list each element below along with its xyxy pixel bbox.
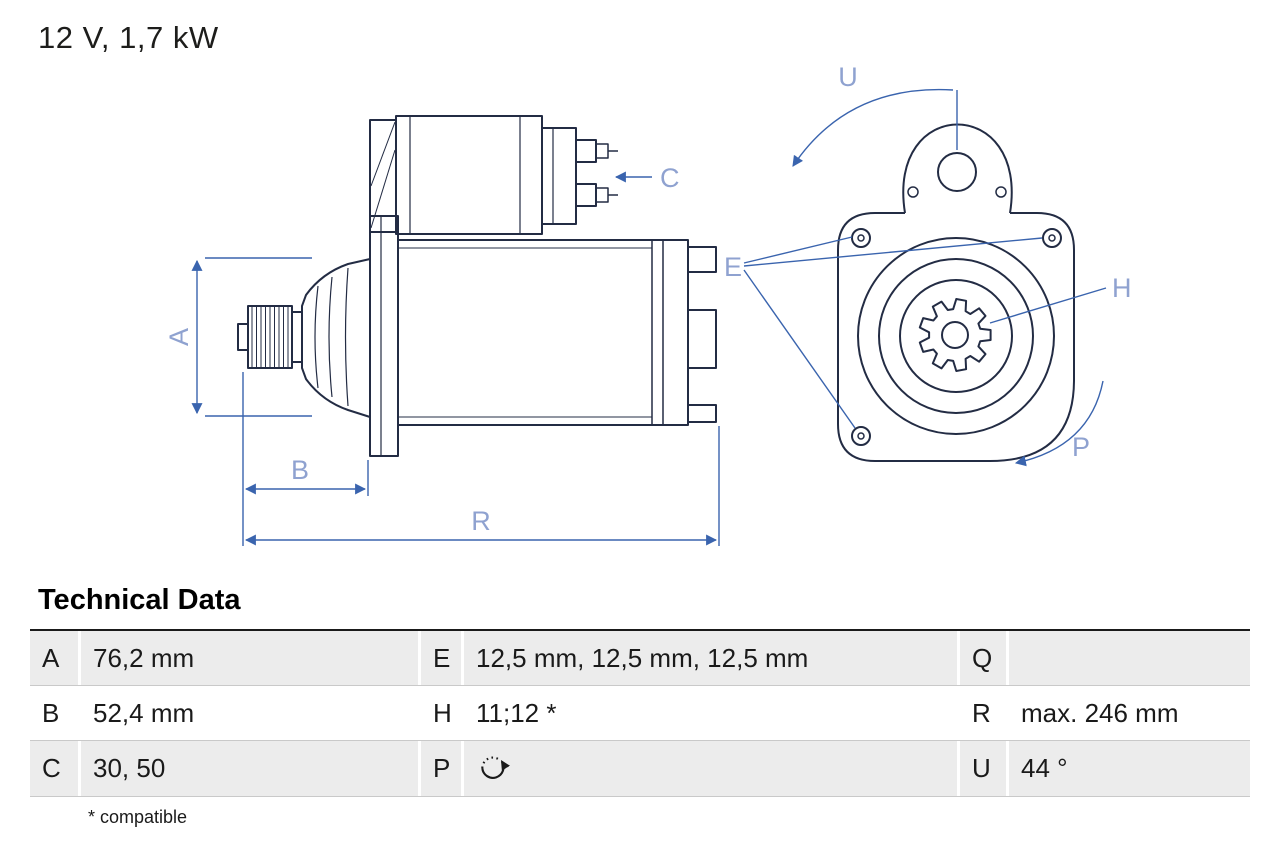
dim-E-leader-3 [743, 269, 856, 429]
housing-ring-outer [857, 237, 1055, 435]
dim-P-arc [1014, 380, 1104, 467]
motor-body [397, 239, 689, 426]
side-view [237, 115, 717, 457]
table-row: A 76,2 mm E 12,5 mm, 12,5 mm, 12,5 mm Q [30, 631, 1250, 686]
spec-value-p [464, 741, 957, 796]
spec-value-b: 52,4 mm [81, 686, 418, 740]
housing-ring-middle [878, 258, 1034, 414]
dim-H-leader [989, 287, 1107, 324]
spec-key-a: A [30, 631, 78, 685]
pinion-collar [291, 311, 303, 363]
table-row: B 52,4 mm H 11;12 * R max. 246 mm [30, 686, 1250, 741]
dim-label-A: A [164, 328, 194, 346]
footnote: * compatible [88, 807, 188, 827]
bracket-hatch [370, 121, 396, 229]
rear-tab-bottom [687, 404, 717, 423]
mounting-flange [369, 215, 399, 457]
spec-value-c: 30, 50 [81, 741, 418, 796]
drive-housing-cone [301, 258, 371, 418]
technical-data-table: A 76,2 mm E 12,5 mm, 12,5 mm, 12,5 mm Q … [30, 629, 1250, 797]
front-view [837, 123, 1075, 462]
spec-key-b: B [30, 686, 78, 740]
bolt-holes [851, 228, 1062, 446]
rotation-direction-icon [481, 756, 511, 779]
dim-label-B: B [291, 455, 309, 485]
spec-value-h: 11;12 * [464, 686, 957, 740]
dimension-lines [191, 88, 1107, 546]
housing-ring-inner [899, 279, 1013, 393]
solenoid-cap [541, 127, 577, 225]
dimension-labels: A B R C E H U P [164, 62, 1132, 536]
spec-value-r: max. 246 mm [1009, 686, 1250, 740]
drawing-canvas: A B R C E H U P [164, 62, 1132, 546]
spec-key-q: Q [960, 631, 1006, 685]
shaft-center-hole [941, 321, 969, 349]
dim-E-leader-2 [743, 237, 1043, 267]
ear-hole [937, 152, 977, 192]
rear-tab-top [687, 246, 717, 273]
terminal-lower [575, 183, 597, 207]
dim-label-H: H [1112, 273, 1132, 303]
spec-value-u: 44 ° [1009, 741, 1250, 796]
technical-data-section: Technical Data A 76,2 mm E 12,5 mm, 12,5… [30, 584, 1250, 828]
pinion-teeth [251, 306, 289, 368]
technical-data-heading: Technical Data [38, 584, 241, 616]
shaft-tip [237, 323, 249, 351]
dim-U-arc [792, 88, 954, 167]
rear-terminal-block [687, 309, 717, 369]
starter-motor-drawing: A B R C E H U P [164, 62, 1132, 546]
cone-ridges [314, 267, 349, 407]
dim-label-C: C [660, 163, 680, 193]
dim-label-P: P [1072, 432, 1090, 462]
spec-key-c: C [30, 741, 78, 796]
spec-value-q [1009, 631, 1250, 685]
spec-key-r: R [960, 686, 1006, 740]
terminal-upper [575, 139, 597, 163]
spec-key-h: H [421, 686, 461, 740]
table-row: C 30, 50 P U 44 ° [30, 741, 1250, 797]
spec-key-p: P [421, 741, 461, 796]
dim-E-leader-1 [743, 236, 853, 264]
spec-key-e: E [421, 631, 461, 685]
dim-label-E: E [724, 252, 742, 282]
dim-label-R: R [471, 506, 491, 536]
front-pinion-gear [918, 298, 992, 372]
dim-label-U: U [838, 62, 858, 92]
front-flange [837, 212, 1075, 462]
page-title: 12 V, 1,7 kW [38, 20, 219, 55]
spec-key-u: U [960, 741, 1006, 796]
spec-value-a: 76,2 mm [81, 631, 418, 685]
spec-value-e: 12,5 mm, 12,5 mm, 12,5 mm [464, 631, 957, 685]
